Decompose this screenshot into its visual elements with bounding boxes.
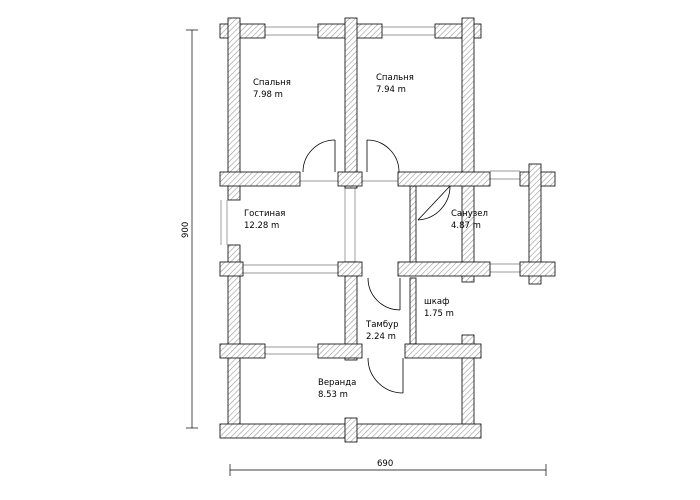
- room-area-living: 12.28 m: [244, 221, 279, 231]
- room-name-veranda: Веранда: [318, 378, 356, 388]
- height-dimension-label: 900: [181, 222, 191, 238]
- doors: [302, 139, 451, 394]
- room-name-bathroom: Санузел: [451, 209, 488, 219]
- room-name-bedroom-2: Спальня: [376, 73, 414, 83]
- room-name-vestibule: Тамбур: [365, 320, 398, 330]
- dimension-lines: [186, 29, 547, 476]
- room-area-veranda: 8.53 m: [318, 390, 348, 400]
- room-area-closet: 1.75 m: [424, 309, 454, 319]
- room-name-living: Гостиная: [244, 209, 285, 219]
- room-name-closet: шкаф: [424, 297, 449, 307]
- room-area-bedroom-1: 7.98 m: [253, 90, 283, 100]
- room-area-bathroom: 4.87 m: [451, 221, 481, 231]
- width-dimension-label: 690: [377, 459, 393, 469]
- room-name-bedroom-1: Спальня: [253, 78, 291, 88]
- windows: [220, 26, 520, 355]
- room-area-bedroom-2: 7.94 m: [376, 85, 406, 95]
- room-area-vestibule: 2.24 m: [366, 332, 396, 342]
- log-walls: [219, 17, 556, 443]
